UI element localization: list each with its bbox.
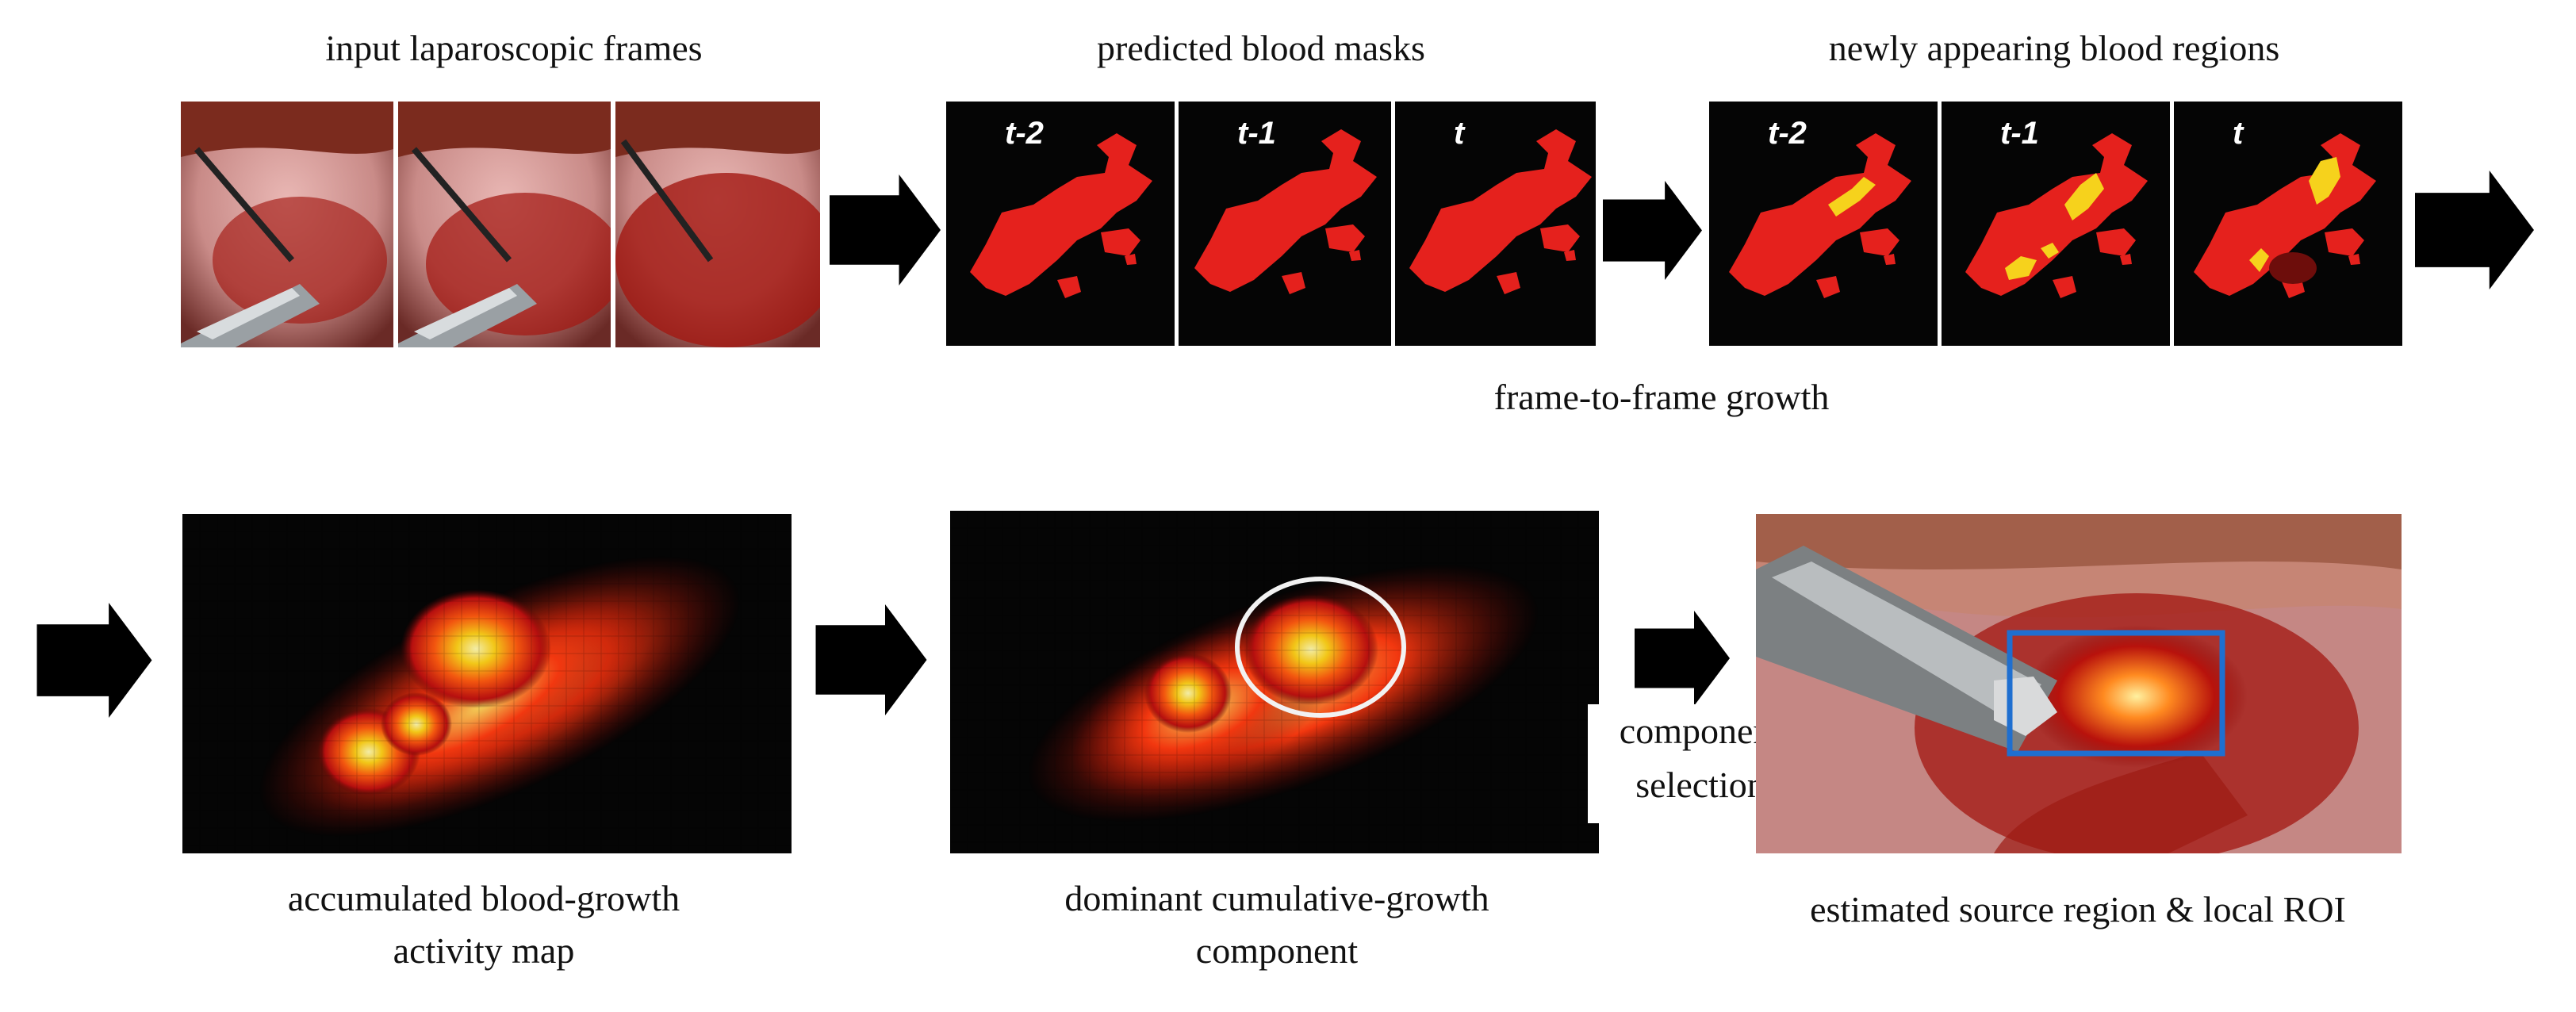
selection-line-1: component — [1619, 711, 1782, 751]
roi-box — [2007, 630, 2225, 757]
masks-caption: predicted blood masks — [1097, 28, 1425, 68]
activity-caption-line-1: accumulated blood-growth — [287, 878, 680, 918]
time-label: t-1 — [2000, 116, 2039, 151]
input-frame-3 — [615, 102, 820, 347]
time-label: t — [1454, 116, 1465, 151]
arrow-right-icon — [830, 174, 941, 286]
new-region-panel-t: t — [2174, 102, 2402, 346]
time-label: t-1 — [1237, 116, 1276, 151]
activity-map-caption: accumulated blood-growth activity map — [151, 872, 817, 977]
arrow-right-icon — [815, 604, 927, 715]
activity-map-panel — [182, 514, 792, 853]
mask-panel-t-2: t-2 — [946, 102, 1175, 346]
input-frame-1 — [181, 102, 393, 347]
new-region-panel-t-2: t-2 — [1709, 102, 1938, 346]
time-label: t — [2233, 116, 2244, 151]
arrow-right-icon — [1603, 181, 1702, 280]
growth-caption: frame-to-frame growth — [1493, 377, 1830, 417]
new-regions-caption: newly appearing blood regions — [1828, 28, 2280, 68]
arrow-right-icon — [1635, 611, 1730, 706]
dominant-caption-line-1: dominant cumulative-growth — [1064, 878, 1489, 918]
time-label: t-2 — [1768, 116, 1807, 151]
input-frames-caption: input laparoscopic frames — [325, 28, 703, 68]
new-region-panel-t-1: t-1 — [1942, 102, 2170, 346]
dominant-component-caption: dominant cumulative-growth component — [936, 872, 1618, 977]
activity-caption-line-2: activity map — [393, 930, 575, 971]
dominant-component-panel — [950, 511, 1599, 853]
roi-caption: estimated source region & local ROI — [1810, 889, 2346, 930]
mask-panel-t-1: t-1 — [1179, 102, 1391, 346]
arrow-right-icon — [2415, 171, 2534, 289]
selection-line-2: selection — [1635, 765, 1765, 805]
time-label: t-2 — [1005, 116, 1044, 151]
mask-panel-t: t — [1395, 102, 1596, 346]
dominant-caption-line-2: component — [1195, 930, 1359, 971]
component-highlight-ring — [1235, 577, 1406, 718]
roi-frame — [1756, 514, 2402, 853]
arrow-right-icon — [36, 603, 152, 718]
input-frame-2 — [398, 102, 611, 347]
